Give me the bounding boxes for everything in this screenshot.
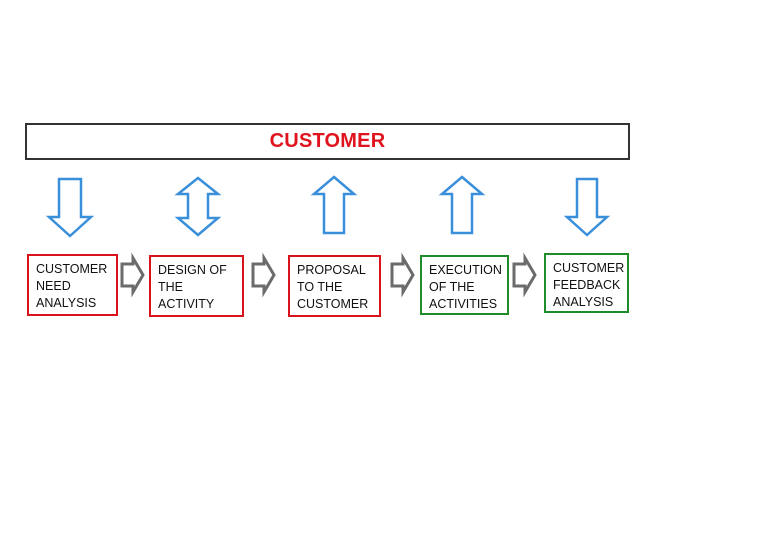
arrow-up-icon	[310, 175, 358, 235]
flow-arrow-icon	[120, 252, 145, 298]
step-line: CUSTOMER	[36, 262, 108, 276]
step-line: NEED	[36, 279, 71, 293]
step-line: ACTIVITIES	[429, 297, 498, 311]
step-line: THE	[158, 280, 183, 294]
step-design-of-the-activity: DESIGN OF THE ACTIVITY	[149, 255, 244, 317]
step-line: OF THE	[429, 280, 475, 294]
step-line: CUSTOMER	[297, 297, 369, 311]
arrow-down-icon	[563, 177, 611, 237]
step-line: ANALYSIS	[36, 296, 97, 310]
arrow-up-icon	[438, 175, 486, 235]
flow-arrow-icon	[390, 252, 415, 298]
step-line: EXECUTION	[429, 263, 502, 277]
flow-arrow-icon	[251, 252, 276, 298]
step-customer-need-analysis: CUSTOMER NEED ANALYSIS	[27, 254, 118, 316]
step-proposal-to-the-customer: PROPOSAL TO THE CUSTOMER	[288, 255, 381, 317]
step-line: PROPOSAL	[297, 263, 366, 277]
step-execution-of-the-activities: EXECUTION OF THE ACTIVITIES	[420, 255, 509, 315]
step-line: DESIGN OF	[158, 263, 227, 277]
step-line: CUSTOMER	[553, 261, 625, 275]
arrow-down-icon	[45, 177, 95, 238]
step-line: FEEDBACK	[553, 278, 621, 292]
step-line: ANALYSIS	[553, 295, 614, 309]
flow-arrow-icon	[512, 252, 537, 298]
step-customer-feedback-analysis: CUSTOMER FEEDBACK ANALYSIS	[544, 253, 629, 313]
step-line: ACTIVITY	[158, 297, 215, 311]
step-line: TO THE	[297, 280, 343, 294]
customer-bar: CUSTOMER	[25, 123, 630, 160]
customer-title: CUSTOMER	[269, 130, 386, 152]
double-arrow-icon	[174, 176, 222, 237]
